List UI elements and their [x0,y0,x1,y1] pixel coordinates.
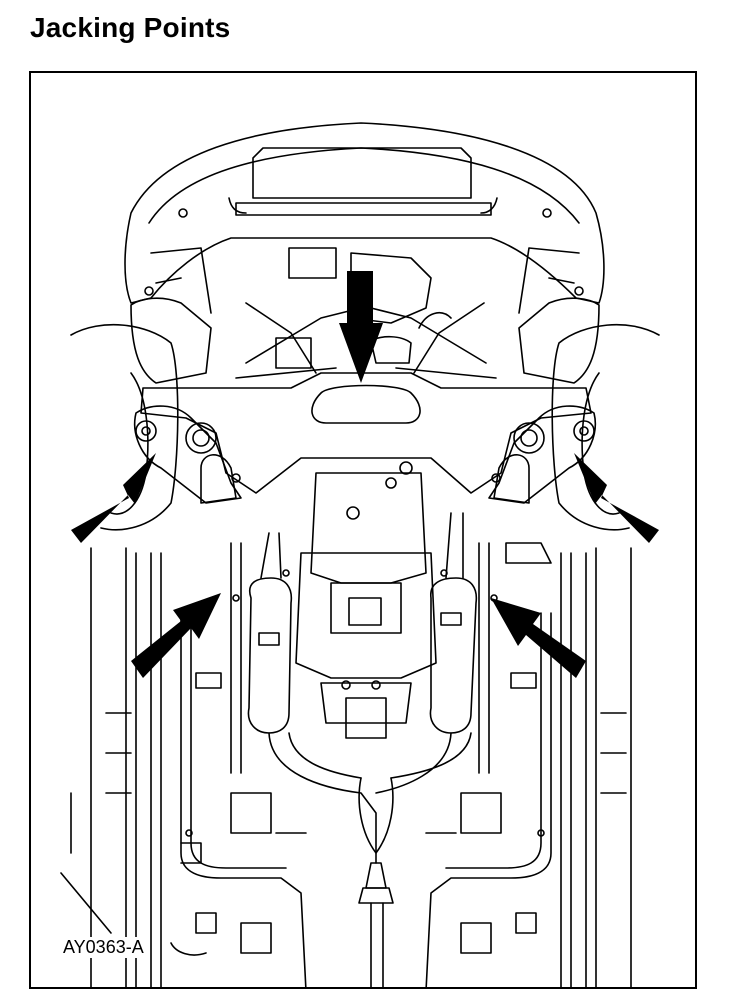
left-catalytic-converter [247,577,293,734]
page-title: Jacking Points [30,12,231,43]
arrow-rear-right [491,598,586,678]
right-wheel-well [518,297,600,384]
front-crossmember [140,372,592,494]
right-exhaust-pipe [375,512,472,794]
arrow-rear-left [131,593,221,678]
right-tire [551,323,660,531]
left-control-arm [134,405,242,504]
arrow-front-center [339,271,383,383]
radiator-upper [252,147,472,199]
figure-reference-code: AY0363-A [63,937,144,958]
left-frame-rail [90,547,127,987]
vehicle-underbody-illustration [60,122,660,987]
right-frame-rail [595,547,632,987]
left-exhaust-pipe [260,532,377,864]
right-control-arm [488,405,596,504]
oil-pan [310,472,427,584]
arrow-front-right [574,453,659,543]
left-wheel-well [130,297,212,384]
right-catalytic-converter [429,577,478,734]
arrow-front-left [71,453,156,543]
illustration-frame: AY0363-A [29,71,697,989]
front-bumper-outline [124,122,605,304]
front-fascia-inner [148,147,580,224]
transmission [295,552,437,679]
left-tire [70,323,179,531]
